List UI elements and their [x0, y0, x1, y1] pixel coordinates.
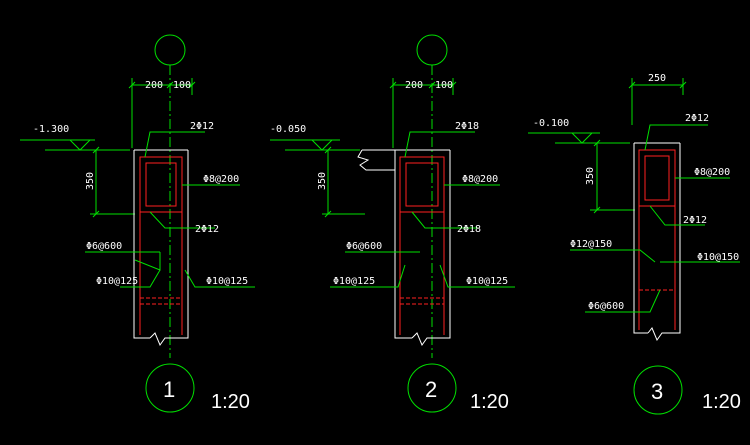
level-label: -1.300	[33, 124, 69, 135]
detail-1	[20, 34, 255, 413]
mid-bar-label: 2Φ12	[195, 224, 219, 235]
left-bar-label: Φ12@150	[570, 239, 612, 250]
stirrup-label: Φ8@200	[203, 174, 239, 185]
stirrup-label: Φ8@200	[694, 167, 730, 178]
right-bar-label: Φ10@125	[206, 276, 248, 287]
grid-axis-bubble	[416, 34, 448, 66]
grid-axis-bubble	[154, 34, 186, 66]
mid-bar-label: 2Φ18	[457, 224, 481, 235]
right-bar-label: Φ10@125	[466, 276, 508, 287]
stirrup-label: Φ8@200	[462, 174, 498, 185]
top-bar-label: 2Φ12	[685, 113, 709, 124]
top-bar-label: 2Φ12	[190, 121, 214, 132]
mid-bar-label: 2Φ12	[683, 215, 707, 226]
left-bar-label: Φ10@125	[333, 276, 375, 287]
dim-top-right: 100	[173, 80, 191, 91]
detail-number: 1	[163, 377, 175, 402]
detail-scale: 1:20	[211, 391, 250, 413]
detail-3	[528, 78, 740, 415]
tie-label: Φ6@600	[86, 241, 122, 252]
level-label: -0.100	[533, 118, 569, 129]
detail-3-labels: 250 -0.100 350 2Φ12 Φ8@200 2Φ12 Φ12@150 …	[533, 73, 741, 413]
dim-height: 350	[85, 172, 96, 190]
tie-label: Φ6@600	[346, 241, 382, 252]
detail-number: 3	[651, 379, 663, 404]
detail-scale: 1:20	[702, 391, 741, 413]
level-label: -0.050	[270, 124, 306, 135]
detail-scale: 1:20	[470, 391, 509, 413]
tie-label: Φ6@600	[588, 301, 624, 312]
dim-top-left: 200	[145, 80, 163, 91]
right-bar-label: Φ10@150	[697, 252, 739, 263]
dim-top-left: 200	[405, 80, 423, 91]
top-bar-label: 2Φ18	[455, 121, 479, 132]
dim-height: 350	[585, 167, 596, 185]
detail-number: 2	[425, 377, 437, 402]
dim-height: 350	[317, 172, 328, 190]
detail-2	[270, 34, 515, 413]
left-bar-label: Φ10@125	[96, 276, 138, 287]
detail-2-labels: 200 100 -0.050 350 2Φ18 Φ8@200 2Φ18 Φ6@6…	[270, 80, 509, 413]
detail-1-labels: 200 100 -1.300 350 2Φ12 Φ8@200 2Φ12 Φ6@6…	[33, 80, 250, 413]
dim-top-right: 100	[435, 80, 453, 91]
dim-top: 250	[648, 73, 666, 84]
